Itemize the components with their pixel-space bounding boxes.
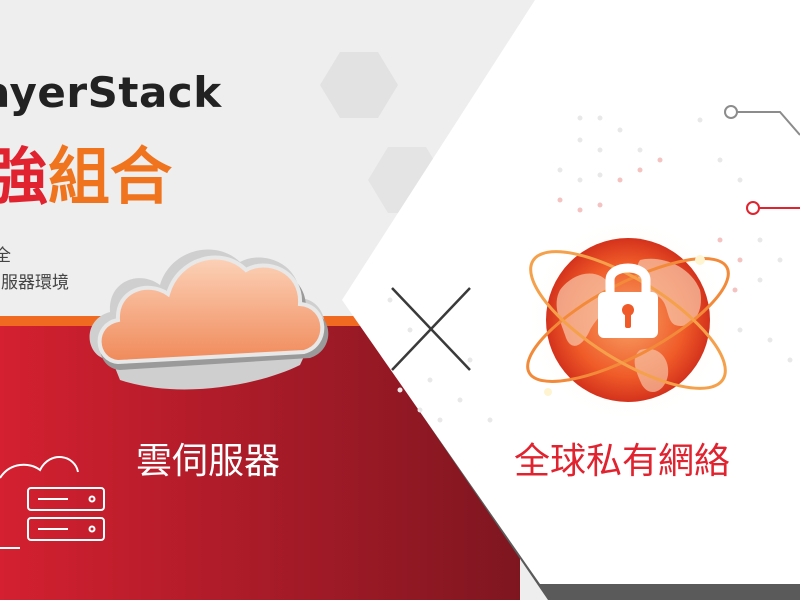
private-network-label: 全球私有網絡 <box>514 441 731 482</box>
cloud-server-label: 雲伺服器 <box>136 441 281 482</box>
headline: 強組合 <box>0 146 172 208</box>
pink-dots <box>557 157 743 293</box>
circuit-lines-icon <box>724 105 800 136</box>
headline-part2: 組合 <box>48 140 173 213</box>
brand-logo-text: ayerStack <box>0 68 222 117</box>
subtitle-line1: 全 <box>0 246 11 266</box>
circuit-lines-icon <box>746 201 800 215</box>
dot-pattern <box>387 115 793 423</box>
cloud-icon <box>89 249 329 390</box>
headline-part1: 強 <box>0 140 49 213</box>
padlock-icon <box>598 263 658 338</box>
subtitle-line2: 伺服器環境 <box>0 273 69 293</box>
times-icon <box>391 287 471 371</box>
server-icon <box>0 456 105 549</box>
hexagon-decoration <box>320 52 398 118</box>
